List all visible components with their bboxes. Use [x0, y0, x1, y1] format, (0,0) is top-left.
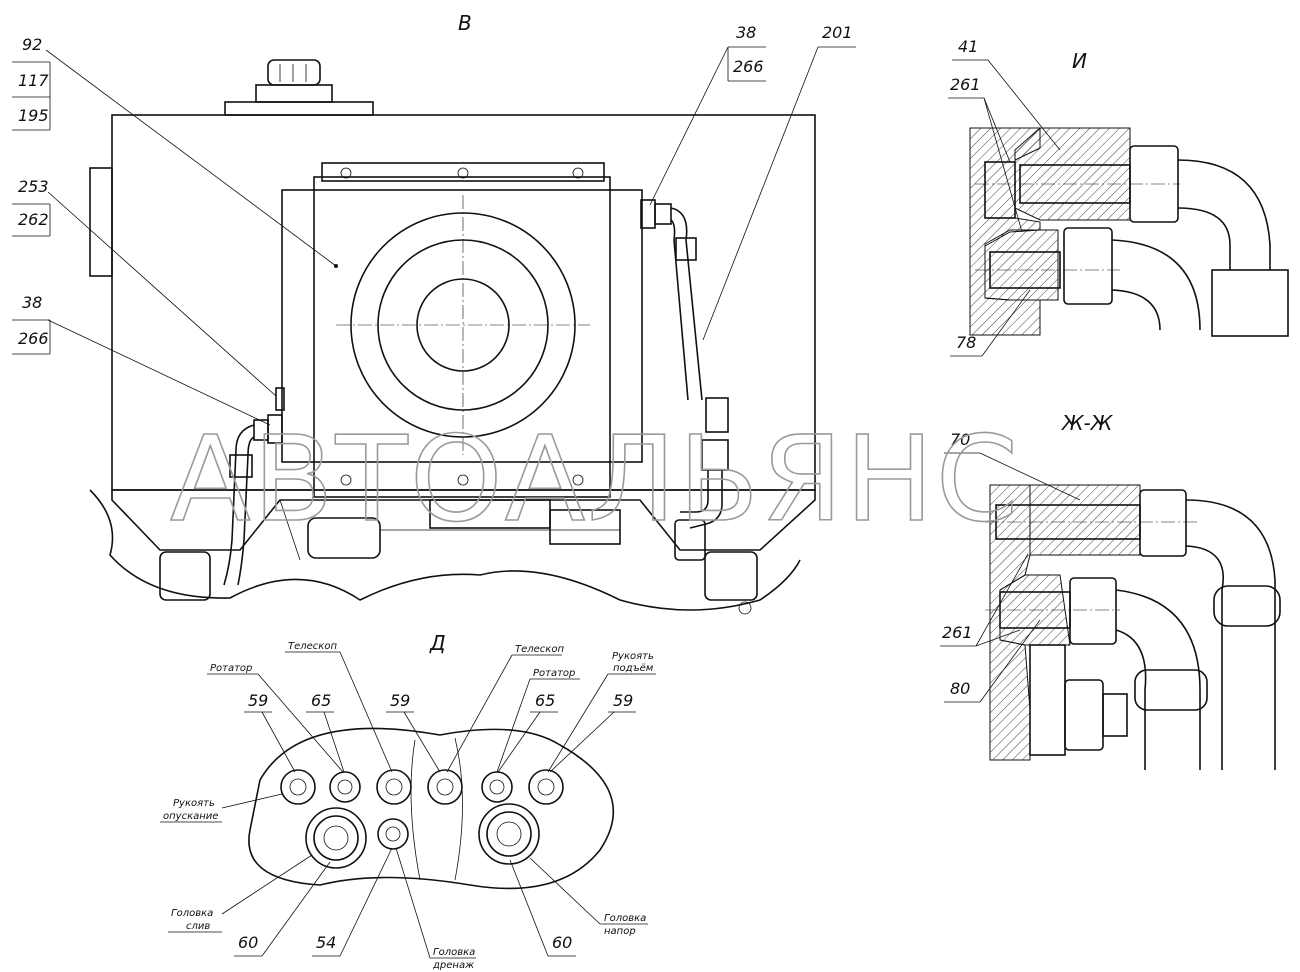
view-v-tank: В	[12, 11, 856, 615]
hose-sleeve-zh	[1213, 585, 1281, 627]
view-d-ports: Д 59 65 59 65 59 60	[160, 631, 656, 971]
label-golovka-sliv-2: слив	[186, 921, 210, 932]
view-label-i: И	[1072, 49, 1087, 73]
callout-60-a: 60	[238, 933, 258, 952]
callout-59-c: 59	[613, 691, 633, 710]
cutout-outline	[248, 727, 615, 890]
nut-i-lower	[1063, 227, 1113, 305]
label-golovka-napor-1: Головка	[604, 913, 646, 924]
label-teleskop-1: Телескоп	[288, 641, 337, 652]
nut-i-upper	[1129, 145, 1179, 223]
callout-60-b: 60	[552, 933, 572, 952]
callout-117: 117	[18, 71, 49, 90]
callout-261-i: 261	[950, 75, 981, 94]
label-rukoyat-opusk-2: опускание	[163, 811, 218, 822]
callout-59-a: 59	[248, 691, 268, 710]
fitting-78	[984, 229, 1059, 301]
callout-92: 92	[22, 35, 42, 54]
callout-253: 253	[18, 177, 49, 196]
side-bracket	[89, 167, 113, 277]
label-rukoyat-podyem-1: Рукоять	[612, 651, 654, 662]
view-label-zh: Ж-Ж	[1060, 411, 1114, 435]
lower-chassis	[89, 489, 801, 615]
watermark: АВТОАЛЬЯНС	[170, 410, 1020, 548]
callout-80: 80	[950, 679, 970, 698]
cooler-housing	[281, 162, 643, 498]
nut-zh-upper	[1139, 489, 1187, 557]
callout-65-b: 65	[535, 691, 555, 710]
filler-cap	[224, 59, 374, 116]
callout-195: 195	[18, 106, 49, 125]
callout-201: 201	[822, 23, 853, 42]
view-label-v: В	[458, 11, 472, 35]
label-rotator-2: Ротатор	[533, 668, 575, 679]
label-golovka-napor-2: напор	[604, 926, 636, 937]
left-hose	[223, 387, 285, 586]
callout-41: 41	[958, 37, 978, 56]
fitting-70	[1029, 484, 1141, 556]
callout-262: 262	[18, 210, 49, 229]
callout-54: 54	[316, 933, 336, 952]
fitting-41	[1014, 127, 1131, 221]
label-teleskop-2: Телескоп	[515, 644, 564, 655]
view-zh-section: Ж-Ж 70 261 80	[940, 411, 1281, 770]
callout-78: 78	[956, 333, 976, 352]
callout-38-left: 38	[22, 293, 42, 312]
callout-261-zh: 261	[942, 623, 973, 642]
label-golovka-sliv-1: Головка	[171, 908, 213, 919]
view-i-section: И 41 261 78	[948, 37, 1289, 357]
nut-zh-lower	[1069, 577, 1117, 645]
callout-38-right: 38	[736, 23, 756, 42]
callout-65-a: 65	[311, 691, 331, 710]
callout-266-left: 266	[18, 329, 49, 348]
callout-59-b: 59	[390, 691, 410, 710]
hose-201	[640, 199, 729, 529]
port-row	[280, 737, 564, 881]
label-golovka-drenazh-1: Головка	[433, 947, 475, 958]
callout-266-right: 266	[733, 57, 764, 76]
tank-skirt	[111, 489, 816, 551]
view-label-d: Д	[429, 631, 446, 655]
label-rotator-1: Ротатор	[210, 663, 252, 674]
label-rukoyat-podyem-2: подъём	[613, 663, 654, 674]
callout-70: 70	[950, 430, 970, 449]
hose-end-i	[1211, 269, 1289, 337]
label-rukoyat-opusk-1: Рукоять	[173, 798, 215, 809]
label-golovka-drenazh-2: дренаж	[432, 960, 474, 971]
